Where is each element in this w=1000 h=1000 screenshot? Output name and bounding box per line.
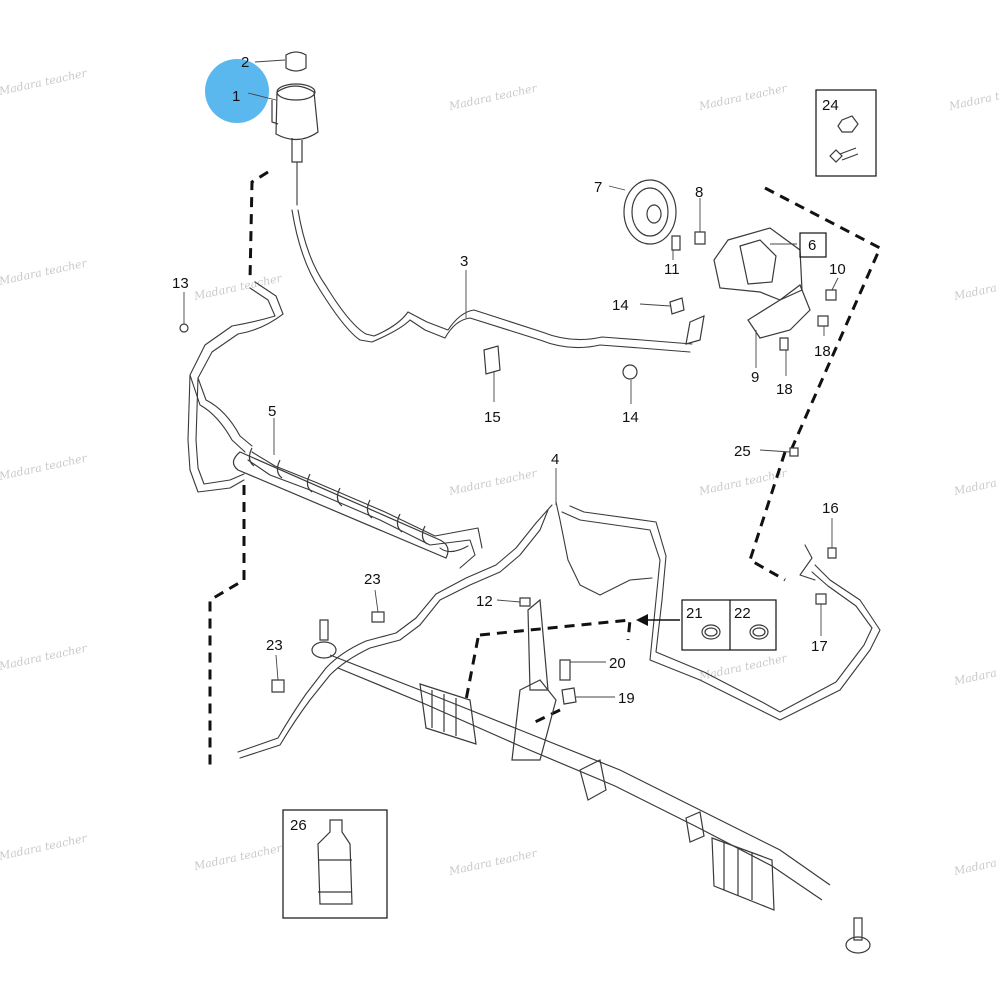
cooler-coil [232, 447, 449, 559]
callout-6: 6 [808, 237, 816, 254]
callout-9: 9 [751, 369, 759, 386]
watermark: Madara teacher [952, 847, 1000, 879]
callout-labels: 1 2 3 4 5 6 7 8 9 10 11 12 13 14 14 15 1… [172, 54, 846, 834]
callout-26: 26 [290, 817, 307, 834]
watermark: Madara teacher [0, 67, 89, 99]
watermark: Madara teacher [0, 452, 89, 484]
callout-24: 24 [822, 97, 839, 114]
callout-18: 18 [776, 381, 793, 398]
callout-13: 13 [172, 275, 189, 292]
watermark: Madara teacher [447, 467, 539, 499]
callout-16: 16 [822, 500, 839, 517]
dashed-connection-lines [208, 170, 882, 770]
callout-20: 20 [609, 655, 626, 672]
watermark: Madara teacher [952, 467, 1000, 499]
callout-23: 23 [364, 571, 381, 588]
inset-arrow [636, 614, 680, 626]
watermark: Madara teacher [447, 847, 539, 879]
hoses [187, 209, 881, 759]
callout-23: 23 [266, 637, 283, 654]
inset-box-21-22 [681, 599, 777, 651]
callout-4: 4 [551, 451, 559, 468]
callout-1: 1 [232, 88, 240, 105]
steering-rack [329, 598, 831, 911]
watermark: Madara teacher [697, 467, 789, 499]
watermark: Madara teacher [192, 272, 284, 304]
callout-14: 14 [622, 409, 639, 426]
watermark: Madara teacher [0, 257, 89, 289]
watermark-layer: Madara teacher Madara teacher Madara tea… [0, 67, 1000, 879]
callout-12: 12 [476, 593, 493, 610]
watermark: Madara teacher [0, 642, 89, 674]
watermark: Madara teacher [947, 82, 1000, 114]
callout-7: 7 [594, 179, 602, 196]
watermark: Madara teacher [697, 652, 789, 684]
callout-21: 21 [686, 605, 703, 622]
callout-5: 5 [268, 403, 276, 420]
watermark: Madara teacher [697, 82, 789, 114]
watermark: Madara teacher [952, 272, 1000, 304]
watermark: Madara teacher [0, 832, 89, 864]
watermark: Madara teacher [192, 842, 284, 874]
watermark: Madara teacher [447, 82, 539, 114]
callout-25: 25 [734, 443, 751, 460]
callout-10: 10 [829, 261, 846, 278]
callout-8: 8 [695, 184, 703, 201]
pump-assembly [623, 179, 811, 345]
callout-11: 11 [664, 261, 680, 278]
callout-22: 22 [734, 605, 751, 622]
leader-lines [183, 59, 839, 698]
inset-box-24 [815, 89, 877, 177]
callout-18: 18 [814, 343, 831, 360]
highlight-marker [205, 59, 269, 123]
inset-box-26 [282, 809, 388, 919]
tie-rod-ends [311, 619, 871, 954]
callout-3: 3 [460, 253, 468, 270]
callout-15: 15 [484, 409, 501, 426]
watermark: Madara teacher [952, 657, 1000, 689]
fasteners [179, 231, 837, 705]
callout-14: 14 [612, 297, 629, 314]
reservoir [271, 51, 319, 206]
callout-17: 17 [811, 638, 828, 655]
callout-2: 2 [241, 54, 249, 71]
callout-6-box [799, 232, 827, 258]
callout-19: 19 [618, 690, 635, 707]
